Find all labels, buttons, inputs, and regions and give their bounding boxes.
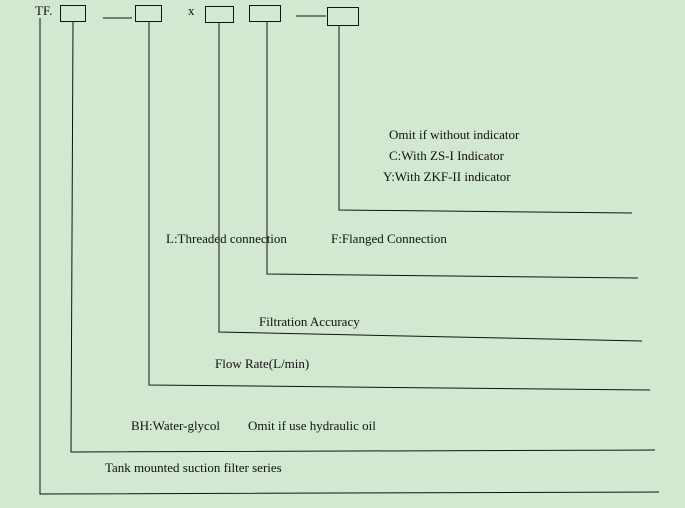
code-box-indicator — [327, 7, 359, 26]
label-connection-flanged: F:Flanged Connection — [331, 231, 447, 246]
code-box-medium — [60, 5, 86, 22]
label-connection-threaded: L:Threaded connection — [166, 231, 287, 246]
label-medium-hydraulic-oil: Omit if use hydraulic oil — [248, 418, 376, 433]
label-filtration-accuracy: Filtration Accuracy — [259, 314, 360, 329]
label-flow-rate: Flow Rate(L/min) — [215, 356, 310, 371]
code-box-filtration — [205, 6, 234, 23]
leader-connection — [266, 22, 639, 279]
label-indicator-y: Y:With ZKF-II indicator — [383, 169, 511, 184]
leader-series — [39, 18, 660, 495]
code-box-flow-rate — [135, 5, 162, 22]
leader-indicator — [338, 26, 633, 214]
label-indicator-c: C:With ZS-I Indicator — [389, 148, 505, 163]
code-prefix: TF. — [35, 3, 53, 18]
label-indicator-omit: Omit if without indicator — [389, 127, 520, 142]
label-medium-water-glycol: BH:Water-glycol — [131, 418, 220, 433]
leader-medium — [70, 21, 656, 453]
code-separator-x: x — [188, 3, 195, 18]
code-box-connection — [249, 5, 281, 22]
label-series: Tank mounted suction filter series — [105, 460, 282, 475]
leader-filtration — [218, 22, 643, 342]
leader-flow-rate — [148, 22, 651, 391]
